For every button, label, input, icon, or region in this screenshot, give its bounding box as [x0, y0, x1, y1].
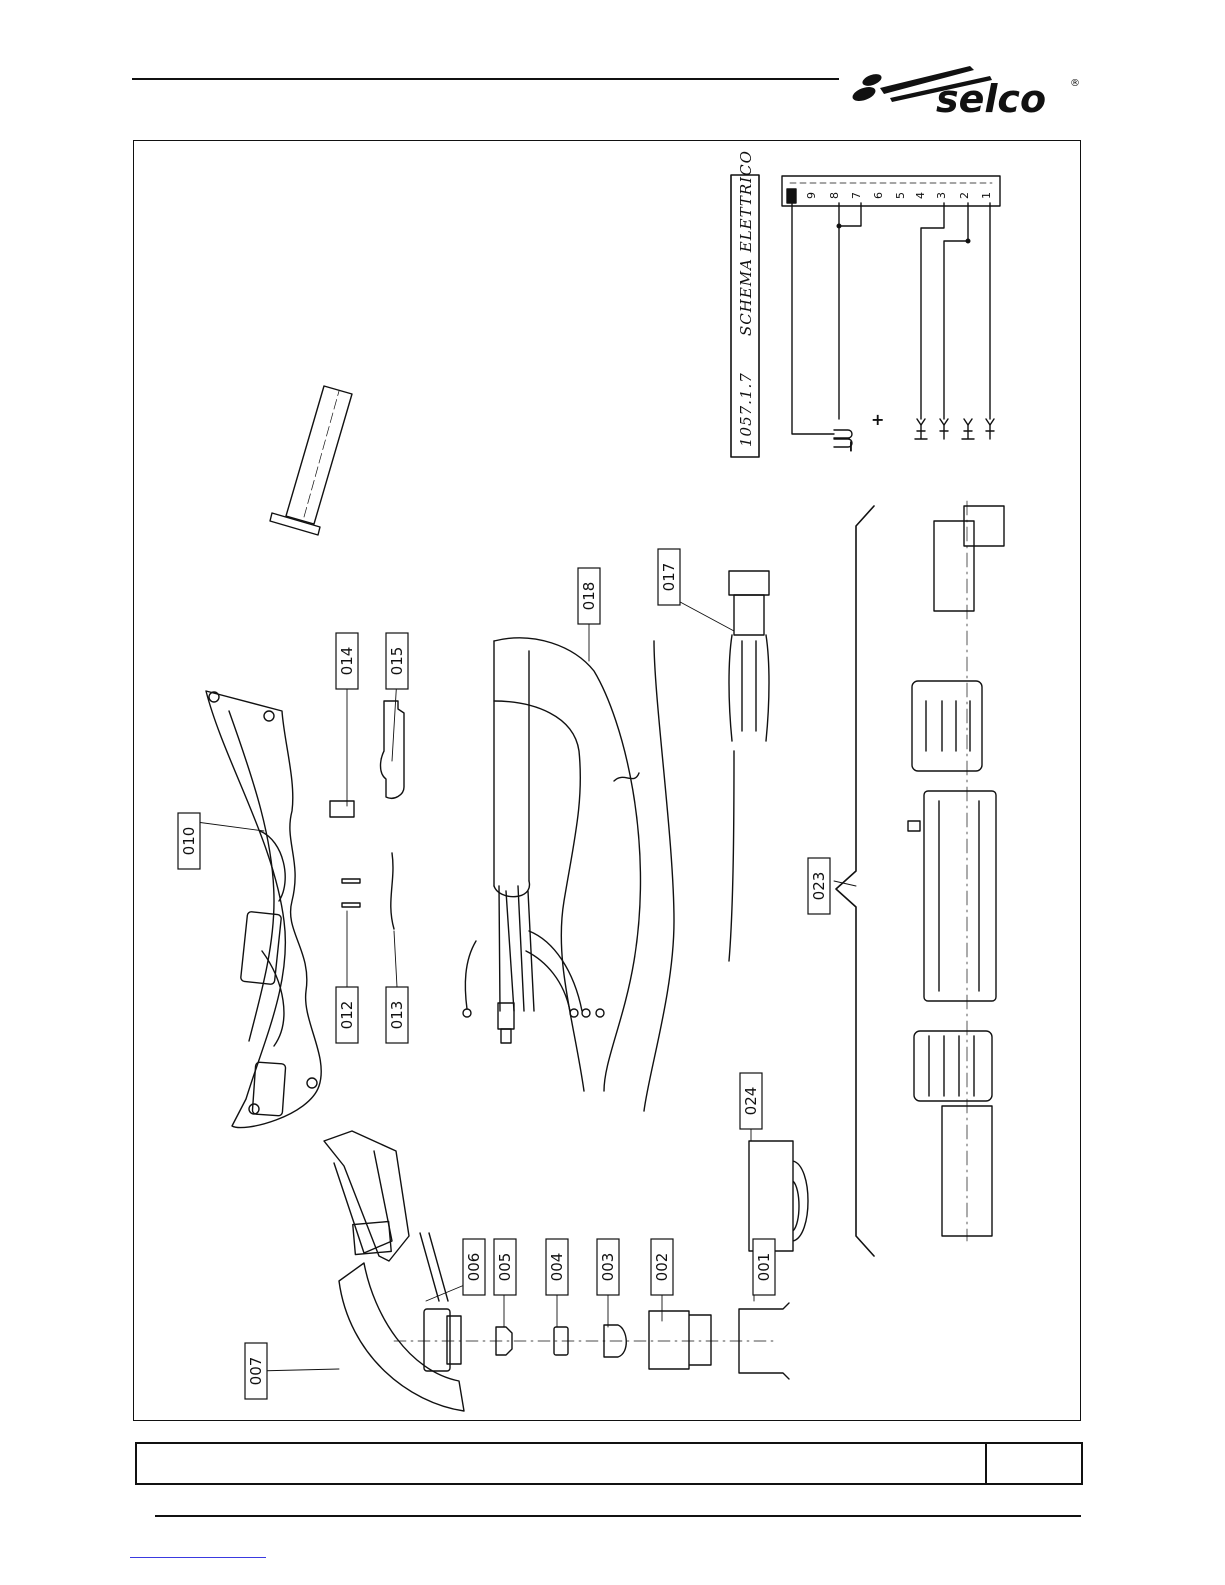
schema-code: 1057.1.7: [737, 372, 755, 447]
svg-text:012: 012: [338, 1001, 356, 1030]
svg-text:018: 018: [580, 582, 598, 611]
spring-wire: [391, 853, 394, 929]
schema-title: SCHEMA ELETTRICO: [737, 150, 755, 336]
header-rule: [132, 78, 839, 80]
svg-text:004: 004: [548, 1253, 566, 1282]
terminal-label: 7: [850, 192, 863, 199]
svg-text:015: 015: [388, 647, 406, 676]
part-label-003: 003: [597, 1239, 619, 1295]
svg-text:003: 003: [599, 1253, 617, 1282]
drawing-frame: 1057.1.7 SCHEMA ELETTRICO 9 8 7 6 5 4 3 …: [133, 140, 1081, 1421]
footer-divider: [985, 1444, 987, 1483]
part-label-002: 002: [651, 1239, 673, 1295]
footer-title-block: [135, 1442, 1083, 1485]
terminal-label: 5: [894, 192, 907, 199]
svg-text:014: 014: [338, 647, 356, 676]
part-label-001: 001: [753, 1239, 775, 1295]
part-label-006: 006: [463, 1239, 485, 1295]
schema-block: [731, 175, 1000, 457]
terminal-label: 6: [872, 192, 885, 199]
polarity-minus: −: [841, 440, 860, 453]
svg-text:002: 002: [653, 1253, 671, 1282]
part-label-015: 015: [386, 633, 408, 689]
terminal-label: 2: [958, 192, 971, 199]
svg-text:017: 017: [660, 563, 678, 592]
svg-text:013: 013: [388, 1001, 406, 1030]
svg-text:005: 005: [496, 1253, 514, 1282]
terminal-label: 8: [828, 192, 841, 199]
part-label-013: 013: [386, 987, 408, 1043]
terminal-label: 3: [935, 192, 948, 199]
part-label-018: 018: [578, 568, 600, 624]
logo-registered-mark: ®: [1070, 78, 1080, 89]
part-label-010: 010: [178, 813, 200, 869]
svg-text:007: 007: [247, 1357, 265, 1386]
part-label-007: 007: [245, 1343, 267, 1399]
part-label-014: 014: [336, 633, 358, 689]
cable-assembly: [463, 571, 769, 1111]
footer-link-underline: [130, 1557, 266, 1558]
svg-text:006: 006: [465, 1253, 483, 1282]
microswitch: [330, 801, 354, 817]
pin-a: [342, 879, 360, 883]
svg-text:010: 010: [180, 827, 198, 856]
part-label-023: 023: [808, 858, 830, 914]
exploded-view-drawing: 1057.1.7 SCHEMA ELETTRICO 9 8 7 6 5 4 3 …: [134, 141, 1079, 1419]
footer-rule: [155, 1515, 1081, 1517]
svg-text:023: 023: [810, 872, 828, 901]
terminal-label: 9: [805, 192, 818, 199]
terminal-label: 4: [914, 192, 927, 199]
polarity-plus: +: [871, 410, 884, 429]
part-label-017: 017: [658, 549, 680, 605]
logo-wordmark: selco: [936, 77, 1046, 120]
part-label-012: 012: [336, 987, 358, 1043]
svg-text:001: 001: [755, 1253, 773, 1282]
handle-cover: [270, 386, 352, 535]
connector-group: [836, 501, 1004, 1256]
part-label-005: 005: [494, 1239, 516, 1295]
part-label-004: 004: [546, 1239, 568, 1295]
part-label-024: 024: [740, 1073, 762, 1129]
pin-b: [342, 903, 360, 907]
selco-logo: selco ®: [850, 58, 1082, 120]
handle-shell: [206, 691, 321, 1128]
svg-text:024: 024: [742, 1087, 760, 1116]
clip-024: [749, 1141, 808, 1251]
terminal-label: 1: [980, 192, 993, 199]
